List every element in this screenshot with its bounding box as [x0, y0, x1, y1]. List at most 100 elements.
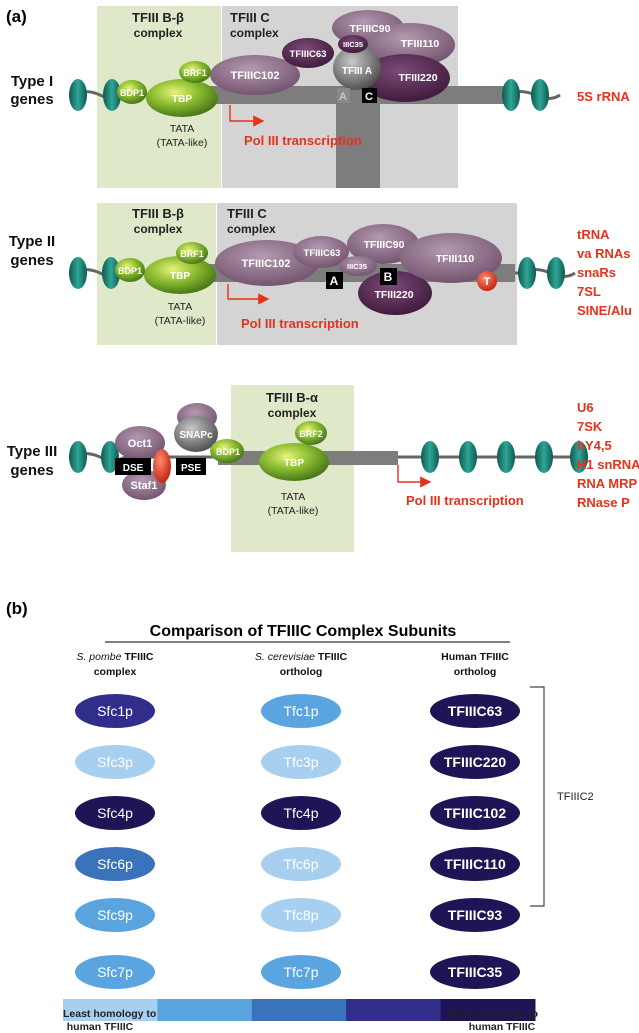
col-header-pombe-part: TFIIIC — [121, 651, 153, 663]
type2-tfiii220-label: TFIII220 — [374, 289, 413, 301]
subunit-pombe-label: Sfc1p — [97, 703, 133, 719]
type2-box-a-label: A — [330, 274, 339, 288]
type2-tbp — [144, 256, 216, 294]
subunit-cer-oval — [261, 796, 341, 830]
type2-rna-class: snaRs — [577, 265, 616, 280]
subunit-human-label: TFIIIC35 — [448, 964, 503, 980]
type2-brf1-label: BRF1 — [180, 249, 204, 259]
subunit-cer-label: Tfc7p — [283, 964, 318, 980]
type2-diagram — [69, 203, 576, 345]
type3-rna-class: U6 — [577, 400, 594, 415]
type2-nucleosomes-right — [518, 257, 565, 289]
type3-rna-class: 7SK — [577, 419, 603, 434]
type2-tfiiic63 — [293, 236, 349, 268]
type1-tfiiib-title: TFIII B-β — [132, 10, 184, 25]
type1-tfiiic63 — [282, 38, 334, 68]
col-header-pombe-part: S. pombe — [76, 651, 121, 663]
subunit-human-label: TFIIIC102 — [444, 805, 506, 821]
type1-nucleosomes-left — [69, 79, 121, 111]
subunit-pombe-oval — [75, 955, 155, 989]
type2-tfiii220 — [358, 271, 432, 315]
scale-segment — [157, 999, 253, 1021]
subunit-human-oval — [430, 898, 520, 932]
col-header-cerevisiae-part: TFIIIC — [315, 651, 347, 663]
type3-staf1-label: Staf1 — [131, 480, 158, 492]
type1-tfiiia-label: TFIII A — [342, 66, 372, 77]
type2-transcription-label: Pol III transcription — [241, 316, 359, 331]
type1-tfiiic63-label: TFIIIC63 — [290, 49, 327, 60]
legend-right: human TFIIIC — [469, 1021, 536, 1033]
type2-rna-class: 7SL — [577, 284, 601, 299]
scale-segment — [346, 999, 442, 1021]
type2-rna-class: SINE/Alu — [577, 303, 632, 318]
type1-box-a — [337, 88, 350, 103]
type2-tfiiib-title: complex — [134, 222, 183, 236]
type2-tata-label: (TATA-like) — [155, 315, 206, 327]
type2-bdp1 — [115, 258, 145, 282]
tfiiic2-label: TFIIIC2 — [557, 791, 594, 803]
subunit-pombe-oval — [75, 898, 155, 932]
type3-rna-class: RNase P — [577, 495, 630, 510]
type1-transcription-arrow — [229, 105, 265, 127]
type2-rna-class: tRNA — [577, 227, 610, 242]
scale-segment — [440, 999, 536, 1021]
col-header-cerevisiae-line2: ortholog — [280, 666, 323, 678]
type1-iiic35-label: IIIC35 — [343, 40, 363, 49]
subunit-human-oval — [430, 955, 520, 989]
legend-right: Most homology to — [448, 1008, 538, 1020]
type2-iiic35-label: IIIC35 — [347, 262, 367, 271]
type3-brf2 — [295, 421, 327, 445]
panel-b-label: (b) — [6, 599, 28, 618]
type3-dse-red — [153, 449, 171, 483]
type1-gene-label: Type I — [11, 73, 53, 90]
type2-box-a — [326, 272, 343, 289]
type1-tata-label: (TATA-like) — [157, 137, 208, 149]
type2-transcription-arrow — [227, 284, 270, 305]
type1-tbp — [146, 79, 218, 117]
type2-iiic35 — [339, 256, 377, 276]
subunit-cer-label: Tfc1p — [283, 703, 318, 719]
type3-nucleosomes-right — [421, 441, 588, 473]
type1-rna-class: 5S rRNA — [577, 89, 630, 104]
type3-staf1 — [122, 470, 166, 500]
type1-brf1 — [179, 61, 211, 83]
type3-gene-label: genes — [10, 462, 53, 479]
subunit-pombe-oval — [75, 847, 155, 881]
subunit-human-label: TFIIIC220 — [444, 754, 506, 770]
type1-brf1-label: BRF1 — [183, 68, 207, 78]
subunit-cer-oval — [261, 694, 341, 728]
scale-segment — [63, 999, 158, 1021]
subunit-cer-oval — [261, 898, 341, 932]
subunit-cer-label: Tfc3p — [283, 754, 318, 770]
type3-transcription-arrow — [397, 465, 432, 488]
type3-snapc-label: SNAPc — [179, 430, 213, 441]
subunit-pombe-oval — [75, 694, 155, 728]
panel-b-title: Comparison of TFIIIC Complex Subunits — [150, 623, 457, 640]
type1-tata-label: TATA — [170, 123, 195, 135]
scale-segment — [251, 999, 347, 1021]
type3-bdp1-label: BDP1 — [216, 447, 240, 457]
col-header-cerevisiae-part: S. cerevisiae — [255, 651, 315, 663]
type3-tata-label: TATA — [281, 491, 306, 503]
type3-dse-box — [115, 458, 151, 475]
type1-iiic35 — [338, 35, 368, 53]
type3-dse-label: DSE — [123, 463, 144, 474]
col-header-pombe: S. pombe TFIIIC — [76, 651, 153, 663]
type3-tbp — [259, 443, 329, 481]
subunit-human-oval — [430, 694, 520, 728]
type2-nucleosomes-left — [69, 257, 120, 289]
type3-rna-class: H1 snRNA — [577, 457, 639, 472]
subunit-pombe-label: Sfc9p — [97, 907, 133, 923]
type2-tfiiib-title: TFIII B-β — [132, 206, 184, 221]
col-header-pombe-line2: complex — [94, 666, 137, 678]
type1-tfiiic-title: complex — [230, 26, 279, 40]
type1-tfiiic102 — [210, 55, 300, 95]
subunit-cer-label: Tfc6p — [283, 856, 318, 872]
type3-rna-class: hY4,5 — [577, 438, 612, 453]
subunit-human-label: TFIIIC93 — [448, 907, 503, 923]
subunit-human-label: TFIIIC63 — [448, 703, 503, 719]
type3-gene-label: Type III — [7, 443, 58, 460]
type2-box-b-label: B — [384, 270, 393, 284]
type3-rna-class: RNA MRP — [577, 476, 638, 491]
